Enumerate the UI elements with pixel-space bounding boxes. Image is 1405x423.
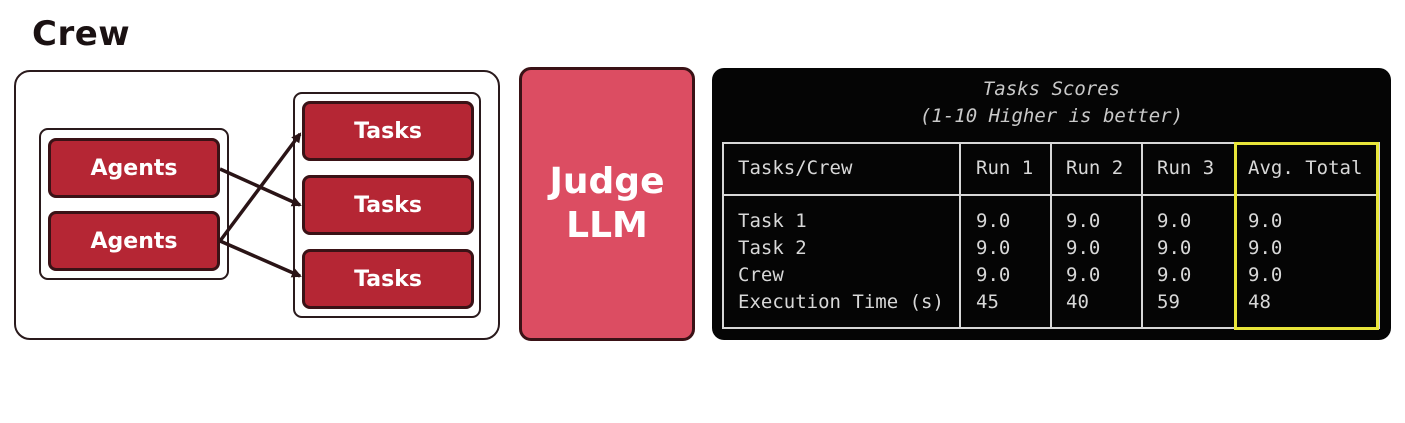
table-header-cell: Run 3 bbox=[1157, 157, 1215, 179]
table-cell: 9.0 bbox=[1248, 237, 1283, 259]
table-cell: 9.0 bbox=[1248, 210, 1283, 232]
crew-title: Crew bbox=[32, 14, 131, 54]
table-cell: 9.0 bbox=[976, 210, 1011, 232]
table-cell: 40 bbox=[1066, 291, 1089, 313]
judge-llm-block: Judge LLM bbox=[519, 67, 695, 341]
table-cell: 9.0 bbox=[1066, 210, 1101, 232]
judge-label-line1: Judge bbox=[549, 161, 665, 202]
scores-title: Tasks Scores bbox=[982, 78, 1121, 100]
task-node: Tasks bbox=[302, 249, 474, 309]
table-cell: 45 bbox=[976, 291, 999, 313]
table-border-right bbox=[1378, 142, 1380, 329]
agent-node: Agents bbox=[48, 211, 220, 271]
judge-label-line2: LLM bbox=[566, 205, 648, 246]
table-cell: 48 bbox=[1248, 291, 1271, 313]
table-cell: Task 1 bbox=[738, 210, 807, 232]
table-divider bbox=[1141, 142, 1143, 329]
table-cell: 9.0 bbox=[1066, 264, 1101, 286]
task-node: Tasks bbox=[302, 101, 474, 161]
table-cell: 59 bbox=[1157, 291, 1180, 313]
table-cell: 9.0 bbox=[1248, 264, 1283, 286]
table-cell: 9.0 bbox=[1157, 237, 1192, 259]
table-cell: 9.0 bbox=[976, 264, 1011, 286]
table-header-cell: Tasks/Crew bbox=[738, 157, 853, 179]
task-node: Tasks bbox=[302, 175, 474, 235]
table-cell: Task 2 bbox=[738, 237, 807, 259]
table-border-left bbox=[722, 142, 724, 329]
table-cell: Execution Time (s) bbox=[738, 291, 944, 313]
scores-subtitle: (1-10 Higher is better) bbox=[919, 105, 1184, 127]
table-header-cell: Run 2 bbox=[1066, 157, 1124, 179]
table-header-cell: Avg. Total bbox=[1248, 157, 1363, 179]
avg-total-highlight bbox=[1234, 142, 1379, 330]
table-cell: Crew bbox=[738, 264, 784, 286]
table-divider bbox=[959, 142, 961, 329]
agent-node: Agents bbox=[48, 138, 220, 198]
table-cell: 9.0 bbox=[1157, 210, 1192, 232]
table-divider bbox=[1050, 142, 1052, 329]
table-cell: 9.0 bbox=[976, 237, 1011, 259]
table-cell: 9.0 bbox=[1157, 264, 1192, 286]
table-header-cell: Run 1 bbox=[976, 157, 1034, 179]
table-cell: 9.0 bbox=[1066, 237, 1101, 259]
